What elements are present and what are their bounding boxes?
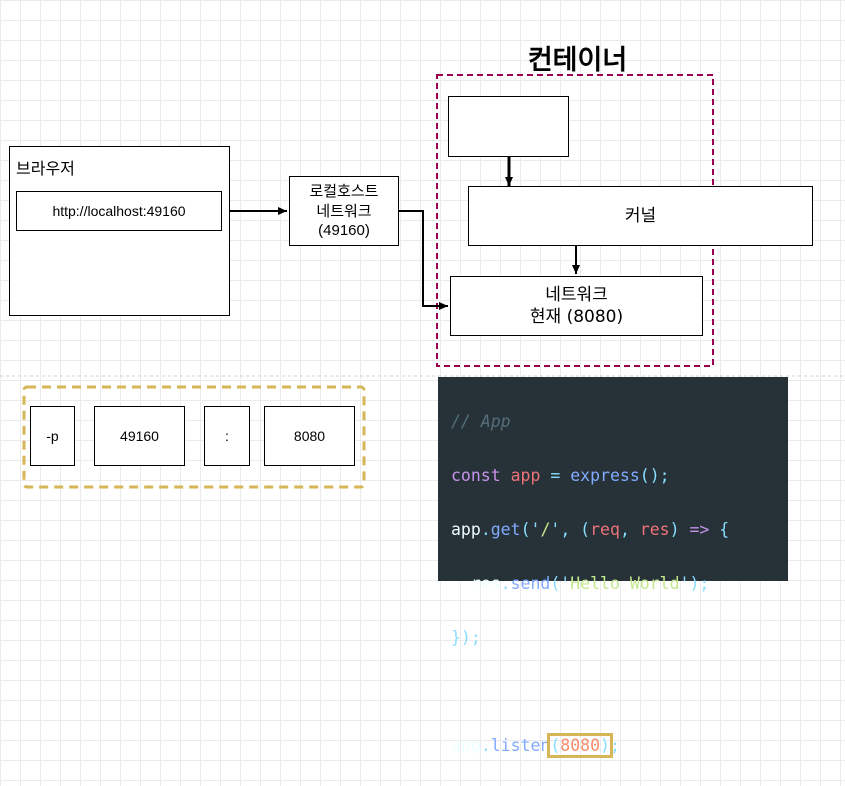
code-token: ' <box>550 520 561 539</box>
code-token: }); <box>451 628 481 647</box>
code-line-7: app.listen(8080); <box>451 732 788 759</box>
localhost-network-line3: (49160) <box>318 222 370 239</box>
code-token: ; <box>609 736 620 755</box>
localhost-network-line1: 로컬호스트 <box>309 182 379 200</box>
code-token: = <box>540 466 571 485</box>
code-token: , ( <box>560 520 591 539</box>
code-token: req <box>590 520 620 539</box>
code-token: . <box>500 574 511 593</box>
code-token: app <box>451 736 481 755</box>
code-token: app <box>510 466 541 485</box>
code-token: listen <box>490 736 551 755</box>
code-token: ' <box>560 574 571 593</box>
code-token: ( <box>520 520 531 539</box>
code-token: res <box>639 520 670 539</box>
code-line-4: res.send('Hello World'); <box>451 570 788 597</box>
code-comment: // App <box>451 412 511 431</box>
code-token: => <box>689 520 710 539</box>
code-token: app <box>451 520 481 539</box>
code-line-5: }); <box>451 624 788 651</box>
code-token: { <box>709 520 730 539</box>
code-token: Hello World <box>570 574 680 593</box>
code-token: ' <box>679 574 690 593</box>
process-box <box>448 96 569 157</box>
code-token: ) <box>669 520 690 539</box>
code-snippet: // App const app = express(); app.get('/… <box>438 377 788 758</box>
code-line-2: const app = express(); <box>451 462 788 489</box>
code-token: ( <box>550 736 561 755</box>
port-flag: -p <box>30 406 75 466</box>
localhost-network-line2: 네트워크 <box>316 202 372 220</box>
code-token: ); <box>689 574 710 593</box>
arrow-localhost-to-network <box>399 210 448 310</box>
port-mapping-group <box>22 385 366 489</box>
code-line-3: app.get('/', (req, res) => { <box>451 516 788 543</box>
container-network-box: 네트워크 현재 (8080) <box>450 276 703 336</box>
localhost-network-box: 로컬호스트 네트워크 (49160) <box>289 176 399 246</box>
code-token: ( <box>550 574 561 593</box>
code-line-1: // App <box>451 408 788 435</box>
container-network-line2: 현재 (8080) <box>529 307 624 327</box>
code-token: express <box>570 466 640 485</box>
kernel-box: 커널 <box>468 186 813 246</box>
browser-url-field[interactable]: http://localhost:49160 <box>16 191 222 231</box>
code-token: send <box>510 574 551 593</box>
code-token: , <box>619 520 640 539</box>
highlighted-port: (8080) <box>547 733 613 758</box>
browser-label: 브라우저 <box>16 159 75 178</box>
code-token: res <box>451 574 501 593</box>
code-token: . <box>480 736 491 755</box>
code-token: get <box>490 520 521 539</box>
code-token: . <box>480 520 491 539</box>
code-line-6 <box>451 678 788 705</box>
code-token: / <box>540 520 551 539</box>
port-separator: : <box>204 406 250 466</box>
code-token: const <box>451 466 501 485</box>
code-token: (); <box>639 466 670 485</box>
container-port: 8080 <box>264 406 355 466</box>
host-port: 49160 <box>94 406 185 466</box>
browser-box: 브라우저 <box>9 146 230 316</box>
code-token: ) <box>600 736 610 755</box>
container-network-line1: 네트워크 <box>545 285 608 305</box>
code-token: ' <box>530 520 541 539</box>
kernel-label: 커널 <box>624 206 657 226</box>
code-port-number: 8080 <box>560 736 601 755</box>
container-title: 컨테이너 <box>527 45 628 76</box>
